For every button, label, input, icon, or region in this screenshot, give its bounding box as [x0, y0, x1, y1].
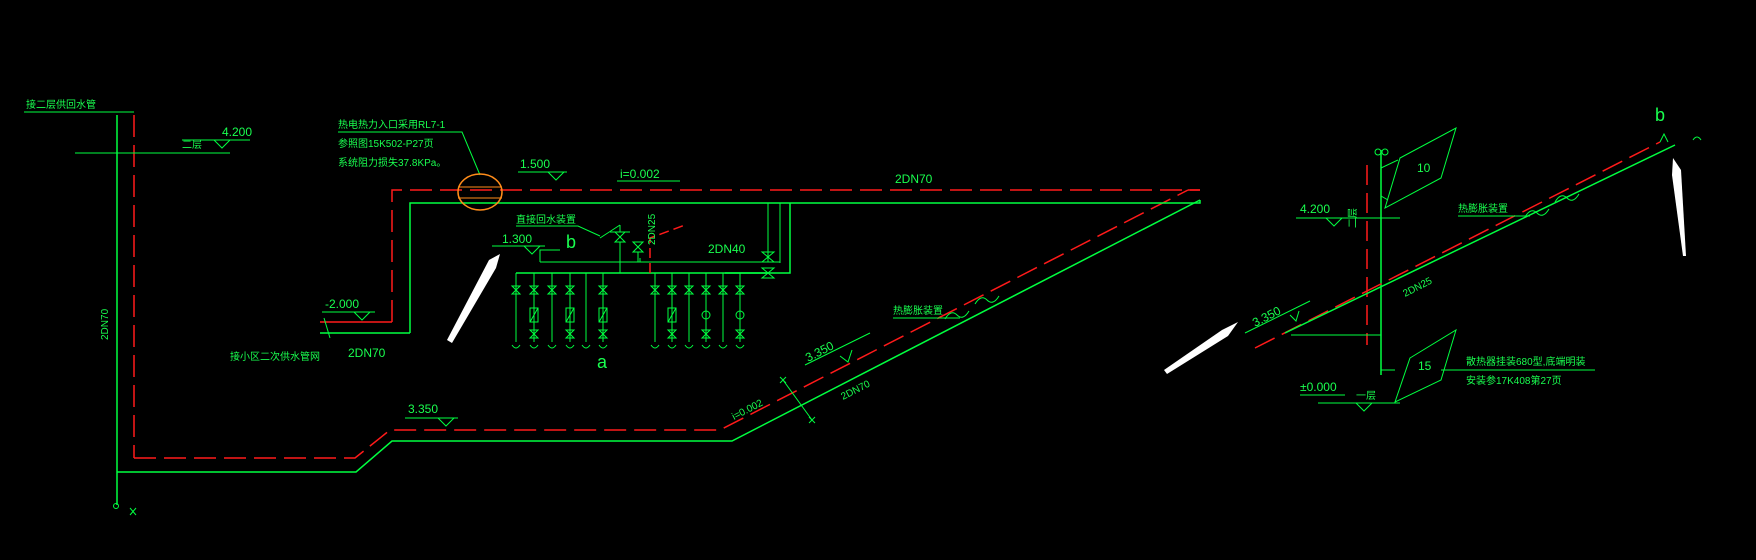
- level-0000-marker: [1318, 402, 1400, 412]
- level-3350-bottom: 3.350: [408, 402, 438, 416]
- expansion-joint-right: [1524, 193, 1580, 218]
- branch-group-left: [515, 273, 604, 342]
- level-1500-marker: [518, 171, 567, 181]
- left-riser: [24, 111, 230, 516]
- manifold-headers: [516, 249, 780, 274]
- inlet-note-leader: [338, 131, 481, 176]
- dn70-top: 2DN70: [895, 172, 933, 186]
- manifold-loop: [725, 203, 791, 279]
- top-left-note: 接二层供回水管: [26, 98, 96, 111]
- pointer-arrow-left: [447, 254, 500, 343]
- mark-a: a: [597, 352, 608, 372]
- slope-top: i=0.002: [620, 167, 660, 181]
- radiator-15: [1381, 328, 1457, 403]
- section-cut-mark: [779, 376, 816, 424]
- bottom-main-pipes: [117, 189, 1201, 473]
- level-3350-bottom-marker: [405, 417, 458, 427]
- radiator-note-2: 安装参17K408第27页: [1466, 374, 1562, 387]
- inlet-note-3: 系统阻力损失37.8KPa。: [338, 156, 446, 169]
- radiator-15-label: 15: [1418, 359, 1432, 373]
- secondary-supply-label: 接小区二次供水管网: [230, 350, 320, 363]
- expansion-right-label: 热膨胀装置: [1458, 202, 1508, 215]
- level-3350-right: 3.350: [1250, 303, 1283, 329]
- level-3350-right-marker: [1244, 300, 1311, 334]
- dn70-diag: 2DN70: [839, 379, 872, 403]
- floor2-level: 4.200: [222, 125, 252, 139]
- level-3350-diag: 3.350: [803, 338, 836, 364]
- dn40-label: 2DN40: [708, 242, 746, 256]
- top-main-pipes: [391, 189, 1201, 333]
- mark-b-left: b: [566, 232, 576, 252]
- floor2-right: 二层: [1347, 208, 1359, 228]
- manifold-label-leader: [516, 225, 601, 237]
- right-riser: [1366, 148, 1389, 375]
- level-1300-marker: [492, 245, 545, 255]
- expansion-left-label: 热膨胀装置: [893, 304, 943, 317]
- dn70-lower: 2DN70: [348, 346, 386, 360]
- dn25-vertical: 2DN25: [647, 213, 658, 245]
- inlet-note-2: 参照图15K502-P27页: [338, 137, 434, 150]
- inlet-note-1: 热电热力入口采用RL7-1: [338, 118, 446, 131]
- branch-valves-right: [649, 285, 746, 349]
- secondary-supply-pipes: [320, 317, 410, 339]
- heat-meter-symbol: [457, 173, 503, 211]
- right-diagonal-pipes: [1254, 132, 1702, 349]
- floor1-right: 一层: [1356, 390, 1376, 402]
- radiator-note-1: 散热器挂装680型,底端明装: [1466, 355, 1585, 368]
- pointer-arrow-right-high: [1672, 158, 1686, 256]
- manifold-label: 直接回水装置: [516, 213, 576, 226]
- level-3350-diag-marker: [804, 332, 871, 366]
- manifold-return-feed: [639, 224, 686, 273]
- level-1500: 1.500: [520, 157, 550, 171]
- mark-b-right: b: [1655, 105, 1665, 125]
- expansion-joint-left: [944, 295, 1000, 320]
- pointer-arrow-right-low: [1164, 322, 1238, 374]
- level-1300: 1.300: [502, 232, 532, 246]
- floor2-name: 二层: [182, 139, 202, 151]
- floor2-level-marker: [182, 139, 250, 149]
- header-valves: [599, 224, 645, 273]
- branch-valves-left: [510, 285, 609, 349]
- dn70-vertical-label: 2DN70: [100, 308, 111, 340]
- level-neg2000-marker: [322, 311, 375, 321]
- level-neg2000: -2.000: [325, 297, 359, 311]
- dn25-diag: 2DN25: [1401, 276, 1434, 300]
- level-4200-right-marker: [1296, 217, 1400, 227]
- radiator-10: [1380, 126, 1457, 210]
- level-4200-right: 4.200: [1300, 202, 1330, 216]
- level-0000: ±0.000: [1300, 380, 1337, 394]
- radiator-10-label: 10: [1417, 161, 1431, 175]
